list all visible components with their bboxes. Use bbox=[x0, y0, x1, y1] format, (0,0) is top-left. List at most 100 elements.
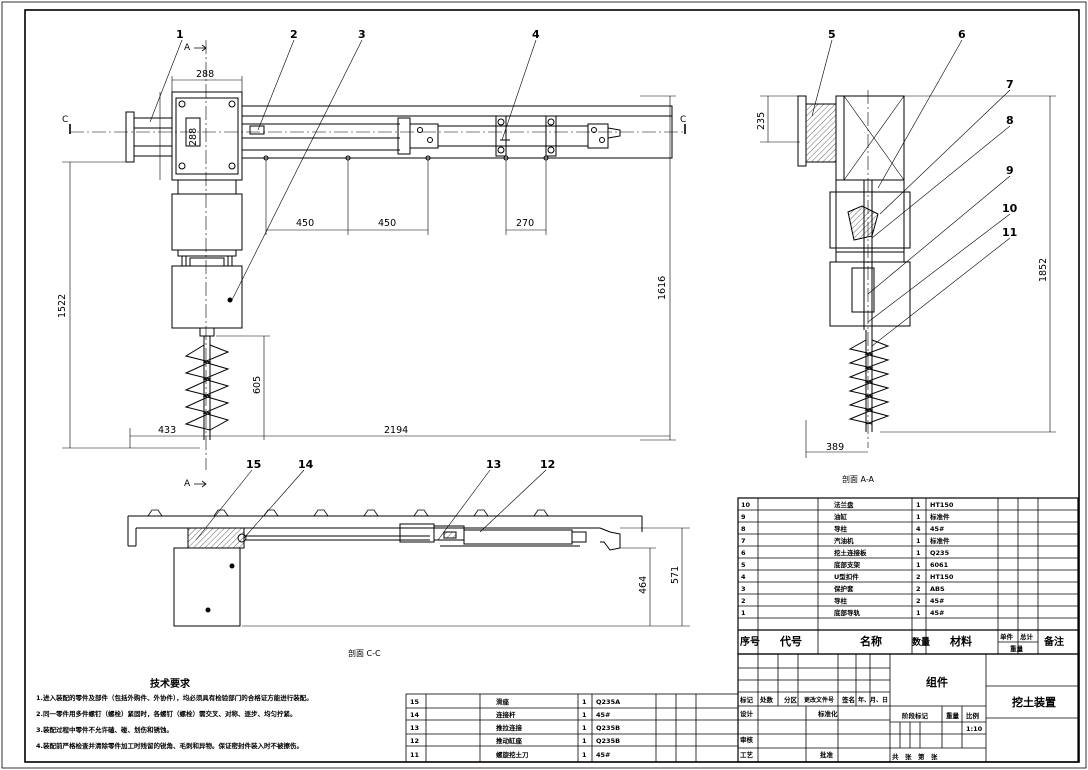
section-mark-a-bottom: A bbox=[184, 479, 191, 489]
bom-no: 5 bbox=[741, 561, 746, 569]
bom-header-material: 材料 bbox=[950, 634, 972, 648]
bom-material: 标准件 bbox=[929, 536, 950, 545]
bom-header-unit: 单件 bbox=[1000, 632, 1014, 641]
dim-389: 389 bbox=[826, 442, 844, 453]
dim-2194: 2194 bbox=[384, 425, 408, 436]
lower-bom-name: 推拉连接 bbox=[496, 723, 523, 732]
balloon-12: 12 bbox=[540, 458, 555, 471]
lower-bom-material: Q235A bbox=[596, 698, 620, 706]
bom-table-grid bbox=[737, 497, 1079, 655]
front-view bbox=[69, 40, 686, 470]
bom-name: 导柱 bbox=[834, 524, 848, 533]
lower-bom-name: 推动缸座 bbox=[496, 736, 523, 745]
dim-571: 571 bbox=[670, 566, 681, 584]
bom-qty: 2 bbox=[916, 597, 921, 605]
tb-count: 处数 bbox=[759, 695, 774, 704]
tb-sign: 签名 bbox=[841, 695, 855, 704]
balloon-4: 4 bbox=[532, 28, 540, 41]
bom-material: 45# bbox=[930, 525, 945, 533]
bom-no: 7 bbox=[741, 537, 746, 545]
balloon-6: 6 bbox=[958, 28, 966, 41]
bom-qty: 1 bbox=[916, 549, 921, 557]
balloon-15: 15 bbox=[246, 458, 261, 471]
bom-name: 挖土连接板 bbox=[834, 548, 867, 557]
aa-dimensions bbox=[760, 95, 1056, 458]
bom-qty: 1 bbox=[916, 609, 921, 617]
bom-no: 3 bbox=[741, 585, 746, 593]
bom-no: 8 bbox=[741, 525, 746, 533]
view-label-cc: 剖面 C-C bbox=[348, 648, 381, 658]
tb-stage-mark: 阶段标记 bbox=[902, 711, 929, 720]
bom-header-total: 总计 bbox=[1020, 632, 1034, 641]
balloon-7: 7 bbox=[1006, 78, 1014, 91]
bom-name: 油缸 bbox=[834, 512, 848, 521]
dim-450-b: 450 bbox=[378, 218, 396, 229]
bom-no: 1 bbox=[741, 609, 746, 617]
bom-qty: 1 bbox=[916, 561, 921, 569]
tb-process: 工艺 bbox=[740, 750, 754, 759]
tech-requirements-heading: 技术要求 bbox=[150, 679, 190, 690]
section-view-cc bbox=[127, 509, 643, 627]
bom-material: 6061 bbox=[930, 561, 949, 569]
tech-requirement-2: 2.同一零件用多件螺钉（螺栓）紧固时，各螺钉（螺栓）需交叉、对称、逐步、均匀拧紧… bbox=[36, 710, 297, 718]
leader-lines bbox=[149, 39, 1011, 541]
lower-bom-name: 螺旋挖土刀 bbox=[496, 750, 529, 759]
tb-standardize: 标准化 bbox=[817, 709, 838, 718]
bom-qty: 1 bbox=[916, 513, 921, 521]
lower-bom-text: 15 滑座 1 Q235A 14 连接杆 1 45# 13 推拉连接 1 Q23… bbox=[410, 697, 620, 759]
bom-name: U型扣件 bbox=[834, 572, 859, 581]
bom-no: 10 bbox=[741, 501, 751, 509]
inner-border bbox=[24, 9, 1080, 763]
bom-name: 汽油机 bbox=[834, 536, 854, 545]
bom-qty: 1 bbox=[916, 537, 921, 545]
tech-requirement-1: 1.进入装配的零件及部件（包括外购件、外协件），均必须具有检验部门的合格证方能进… bbox=[36, 694, 313, 702]
bom-qty: 1 bbox=[916, 501, 921, 509]
bom-no: 4 bbox=[741, 573, 746, 581]
tech-requirement-3: 3.装配过程中零件不允许磕、碰、划伤和锈蚀。 bbox=[36, 726, 173, 734]
drawing-name: 挖土装置 bbox=[1012, 695, 1056, 709]
tb-sheets: 共 张 第 张 bbox=[892, 752, 938, 761]
front-dimensions bbox=[62, 76, 676, 449]
lower-bom-no: 15 bbox=[410, 698, 420, 706]
lower-bom-material: 45# bbox=[596, 711, 611, 719]
cc-dimensions bbox=[242, 527, 690, 627]
bom-qty: 4 bbox=[916, 525, 921, 533]
tech-requirements-title: 技术要求 bbox=[150, 672, 230, 691]
lower-bom-qty: 1 bbox=[582, 751, 587, 759]
lower-bom-qty: 1 bbox=[582, 724, 587, 732]
tb-date: 年、月、日 bbox=[858, 696, 888, 704]
lower-bom-no: 13 bbox=[410, 724, 419, 732]
balloon-9: 9 bbox=[1006, 164, 1014, 177]
dim-450-a: 450 bbox=[296, 218, 314, 229]
dim-235: 235 bbox=[756, 112, 767, 130]
lower-bom-material: Q235B bbox=[596, 737, 620, 745]
dim-605: 605 bbox=[252, 376, 263, 394]
lower-bom-no: 11 bbox=[410, 751, 420, 759]
bom-material: 45# bbox=[930, 609, 945, 617]
bom-name: 底部导轨 bbox=[834, 608, 861, 617]
bom-header-qty: 数量 bbox=[912, 636, 930, 648]
tb-approve: 批准 bbox=[820, 750, 834, 759]
bom-header-mass: 重量 bbox=[1010, 644, 1024, 653]
section-view-aa bbox=[797, 90, 911, 448]
bom-header-no: 序号 bbox=[740, 635, 760, 648]
bom-no: 2 bbox=[741, 597, 746, 605]
section-arrows bbox=[194, 44, 207, 488]
bom-qty: 2 bbox=[916, 573, 921, 581]
section-mark-c-left: C bbox=[62, 115, 68, 125]
balloon-1: 1 bbox=[176, 28, 184, 41]
balloon-2: 2 bbox=[290, 28, 298, 41]
dim-464: 464 bbox=[638, 576, 649, 594]
lower-bom-no: 14 bbox=[410, 711, 420, 719]
tb-weight: 重量 bbox=[946, 711, 960, 720]
dim-288-side: 288 bbox=[188, 128, 199, 146]
lower-bom-name: 滑座 bbox=[496, 697, 510, 706]
lower-bom-material: 45# bbox=[596, 751, 611, 759]
section-mark-c-right: C bbox=[680, 115, 686, 125]
lower-bom-qty: 1 bbox=[582, 698, 587, 706]
title-group-label: 组件 bbox=[926, 675, 948, 689]
bom-name: 导柱 bbox=[834, 596, 848, 605]
bom-header-remark: 备注 bbox=[1043, 635, 1064, 648]
